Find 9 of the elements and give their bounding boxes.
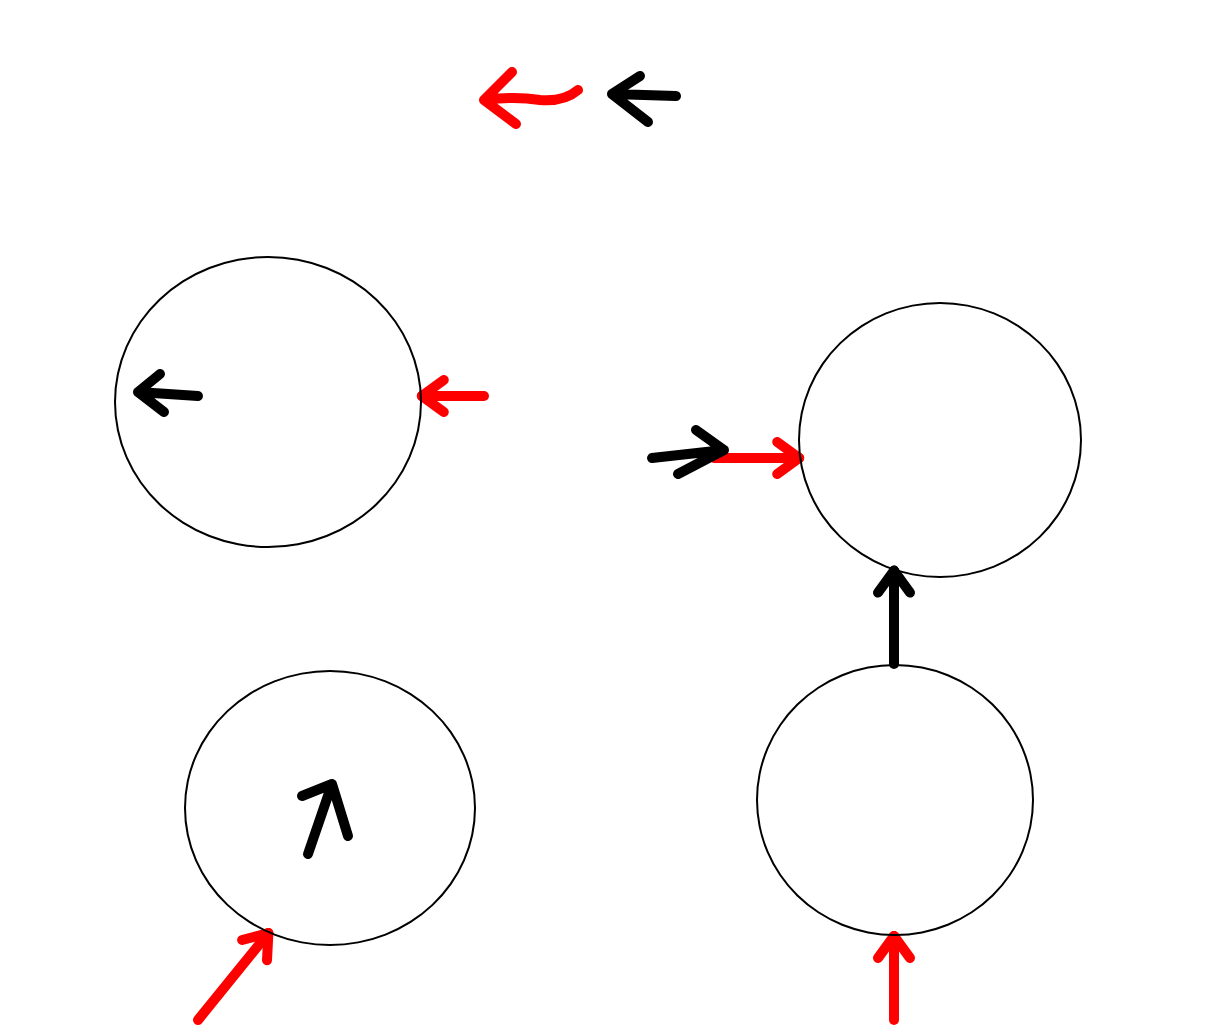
arrow	[193, 928, 274, 1025]
arrow	[873, 565, 915, 669]
circle	[798, 302, 1082, 578]
circle	[184, 670, 476, 946]
arrow	[416, 375, 489, 417]
circle	[114, 256, 422, 548]
arrow	[709, 437, 805, 479]
circle	[756, 664, 1034, 936]
arrow	[873, 931, 915, 1025]
